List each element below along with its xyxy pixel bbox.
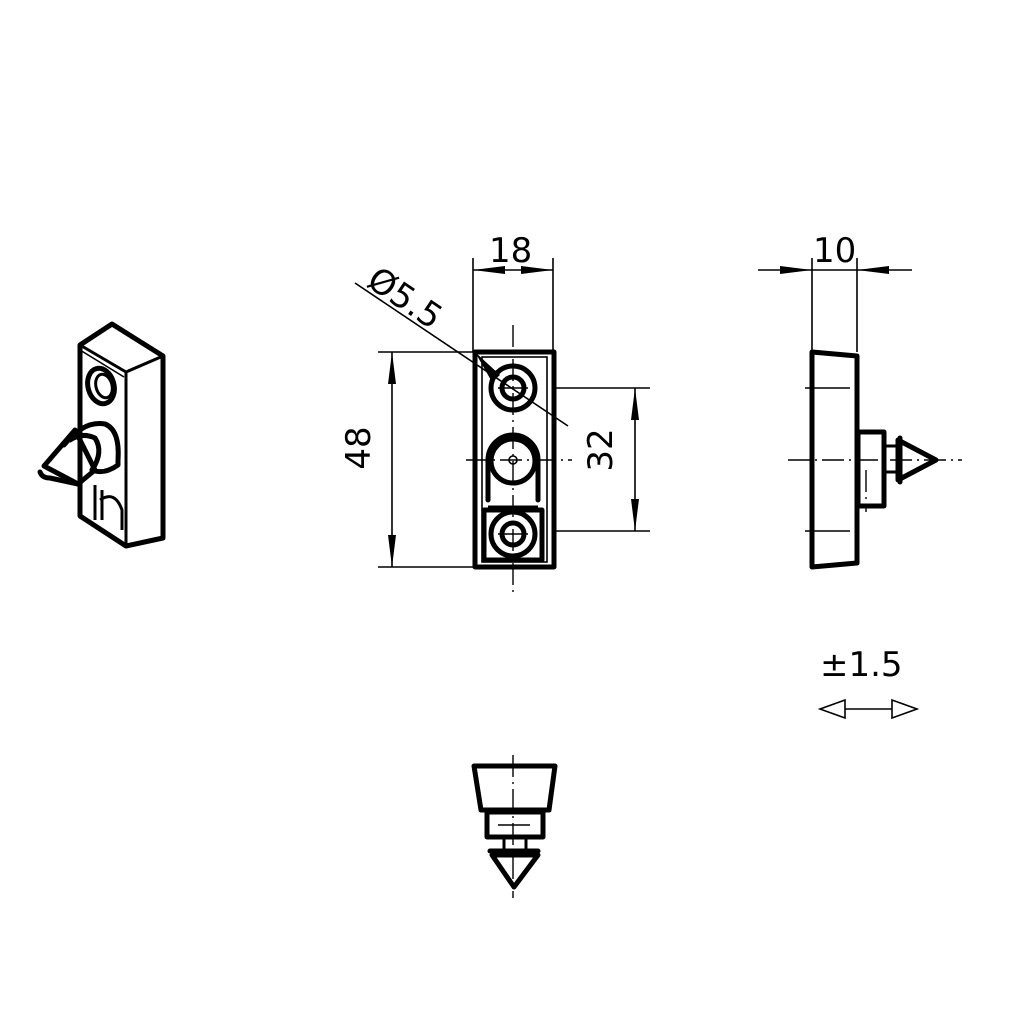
depth-label: 10 [813, 231, 856, 271]
dimension-height: 48 [339, 351, 475, 568]
isometric-view [37, 321, 166, 549]
width-label: 18 [489, 231, 532, 271]
dimension-depth: 10 [758, 231, 912, 352]
dimension-width: 18 [472, 231, 554, 352]
hole-spacing-label: 32 [581, 428, 621, 471]
hole-diameter-label: Ø5.5 [360, 259, 449, 337]
pin-detail-view [471, 755, 558, 898]
dimension-hole-spacing: 32 [554, 387, 650, 532]
travel-label: ±1.5 [820, 645, 903, 685]
travel-tolerance: ±1.5 [817, 645, 920, 720]
dimension-hole-diameter: Ø5.5 [354, 259, 569, 427]
front-view [466, 325, 572, 595]
height-label: 48 [339, 426, 379, 469]
side-view [788, 349, 962, 570]
